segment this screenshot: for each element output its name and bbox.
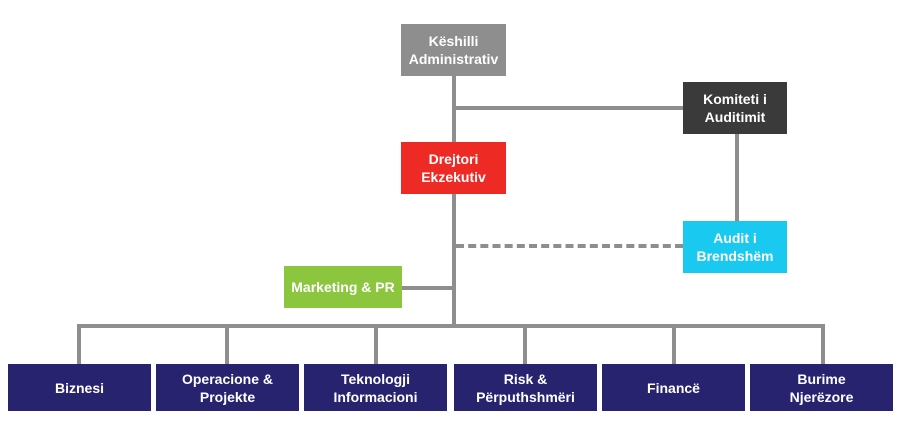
board-box: Këshilli Administrativ	[401, 24, 506, 76]
connector-dept-business	[77, 324, 81, 364]
ceo-label: Drejtori Ekzekutiv	[421, 151, 486, 185]
department-box-finance: Financë	[602, 364, 745, 411]
department-label: Biznesi	[54, 379, 104, 396]
department-label: Teknologji Informacioni	[333, 370, 418, 405]
department-box-it: Teknologji Informacioni	[304, 364, 447, 411]
internal-audit-label: Audit i Brendshëm	[696, 230, 774, 264]
connector-marketing	[402, 286, 454, 290]
connector-department-bus	[77, 324, 825, 328]
connector-ceo-to-departments	[452, 194, 456, 326]
marketing-label: Marketing & PR	[291, 279, 395, 295]
audit-committee-box: Komiteti i Auditimit	[683, 82, 787, 134]
connector-dept-hr	[821, 324, 825, 364]
internal-audit-box: Audit i Brendshëm	[683, 221, 787, 273]
department-box-business: Biznesi	[8, 364, 151, 411]
connector-dept-it	[374, 324, 378, 364]
ceo-box: Drejtori Ekzekutiv	[401, 142, 506, 194]
connector-audit-committee-to-internal-audit	[735, 134, 739, 221]
connector-dept-risk	[523, 324, 527, 364]
connector-board-to-audit-committee	[452, 106, 683, 110]
board-label: Këshilli Administrativ	[408, 33, 499, 67]
department-label: Risk & Përputhshmëri	[476, 370, 575, 405]
department-label: Burime Njerëzore	[789, 370, 854, 405]
dotted-connector-ceo-to-internal-audit	[456, 244, 683, 248]
department-label: Financë	[647, 379, 700, 396]
department-label: Operacione & Projekte	[181, 370, 274, 405]
department-box-operations: Operacione & Projekte	[156, 364, 299, 411]
department-box-hr: Burime Njerëzore	[750, 364, 893, 411]
connector-dept-operations	[225, 324, 229, 364]
audit-committee-label: Komiteti i Auditimit	[703, 91, 767, 125]
marketing-box: Marketing & PR	[284, 266, 402, 308]
department-box-risk: Risk & Përputhshmëri	[454, 364, 597, 411]
connector-dept-finance	[672, 324, 676, 364]
